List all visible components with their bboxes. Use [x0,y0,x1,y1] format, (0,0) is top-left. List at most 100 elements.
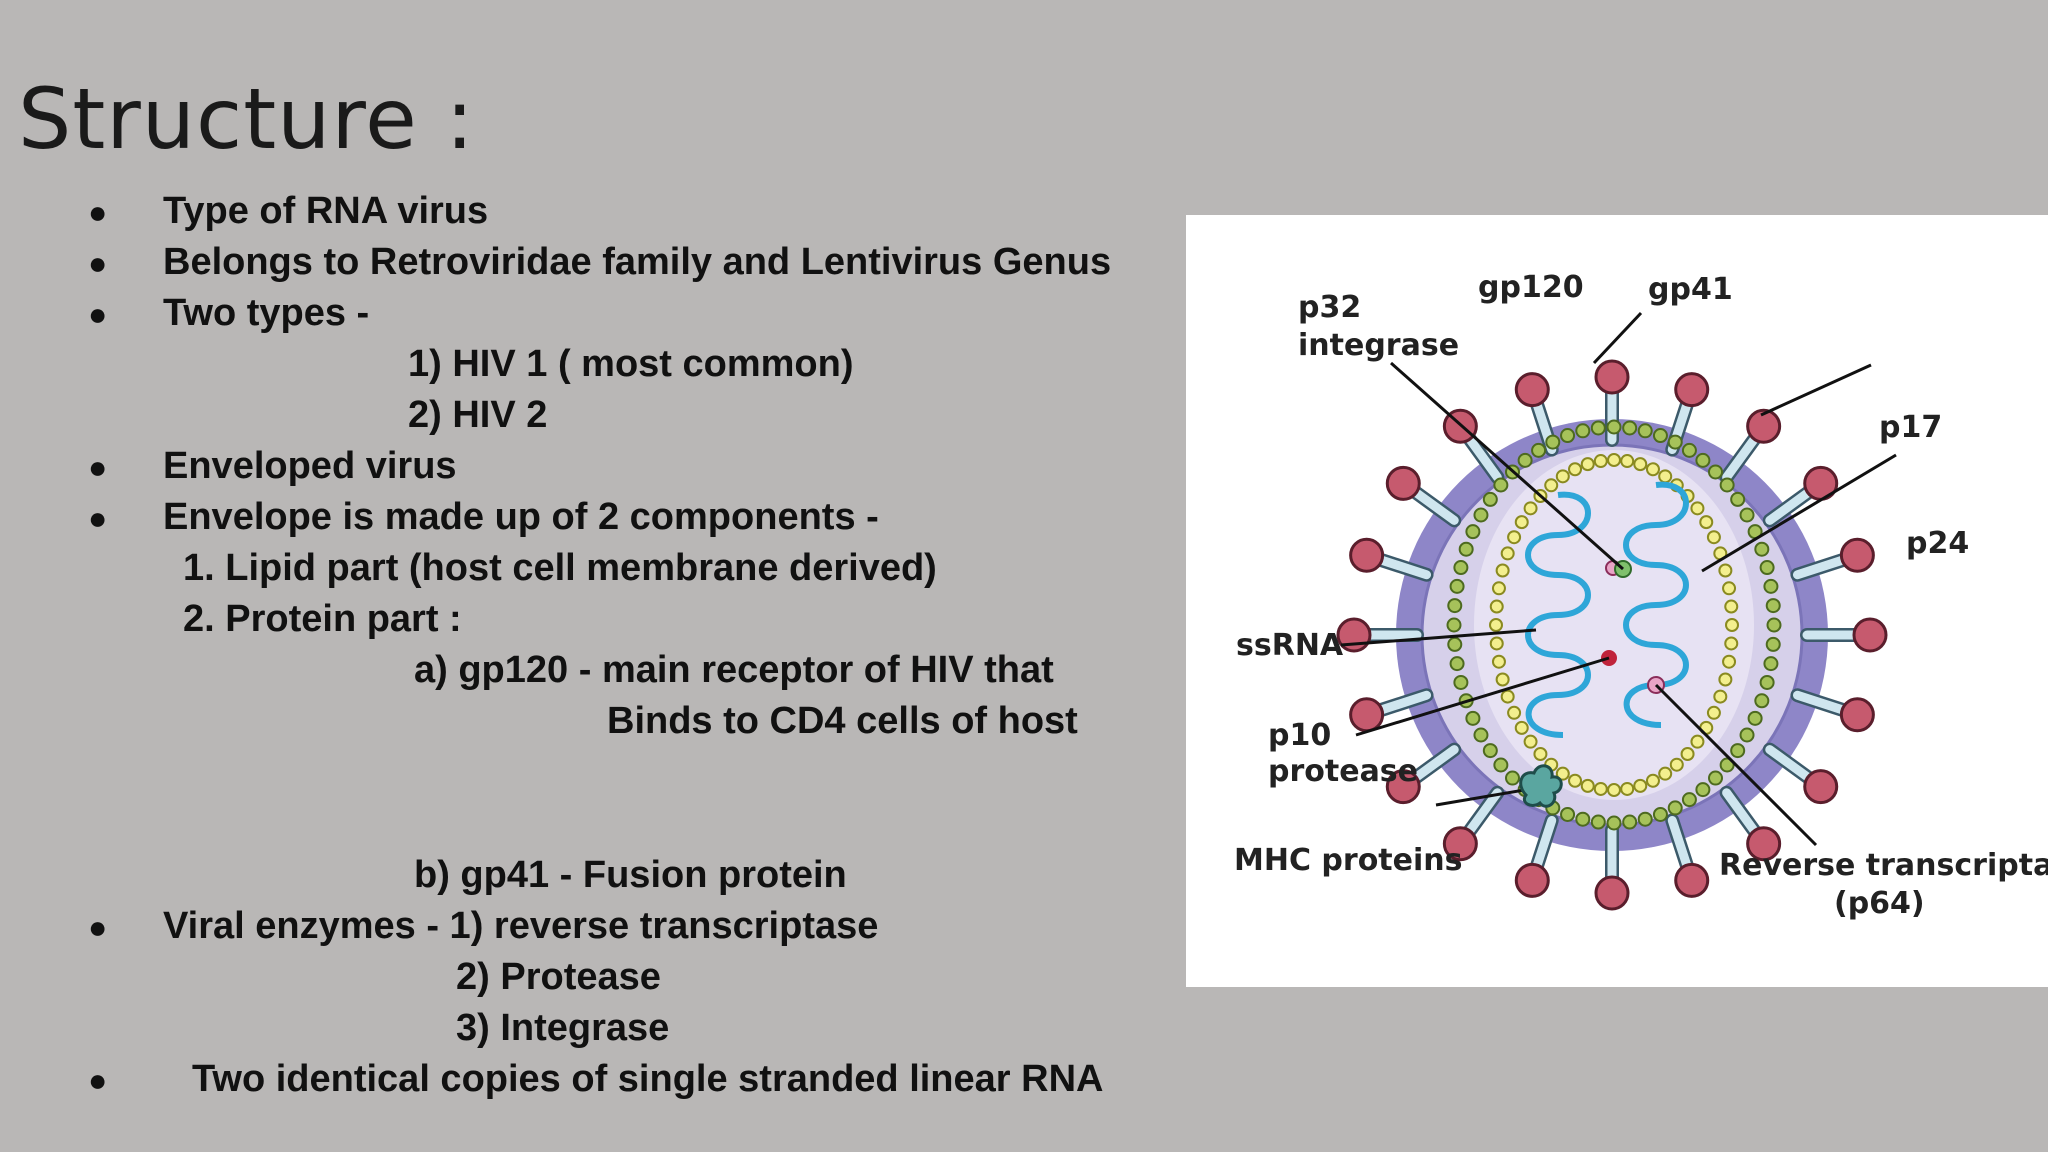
capsid-bead [1658,469,1673,484]
capsid-bead [1465,710,1481,726]
bullet-marker: ● [88,296,108,332]
label-p32: p32 [1298,290,1361,325]
gp120-cap [1594,875,1630,911]
capsid-bead [1507,705,1522,720]
capsid-bead [1718,672,1733,687]
capsid-bead [1493,477,1509,493]
rna-strand-left [1525,491,1591,738]
capsid-bead [1607,783,1621,797]
capsid-bead [1763,578,1779,594]
enzyme-integrase: 3) Integrase [456,1007,670,1049]
capsid-bead [1590,814,1606,830]
label-gp120: gp120 [1478,270,1584,305]
gp120-cap [1839,537,1875,573]
gp120-cap [1385,465,1421,501]
gp41-stem-fill [1667,815,1693,873]
capsid-bead [1568,462,1583,477]
label-p17: p17 [1879,410,1942,445]
label-protease: protease [1268,754,1418,789]
capsid-bead [1447,636,1463,652]
capsid-bead [1667,800,1683,816]
capsid-shell [1474,450,1754,800]
gp41-stem-fill [1792,690,1850,716]
gp120-cap [1514,862,1550,898]
gp41-stem-fill [1374,554,1432,580]
capsid-bead [1575,811,1591,827]
capsid-bead [1544,478,1559,493]
pointer-rt [1654,683,1818,847]
capsid-bead [1517,452,1533,468]
bullet-marker: ● [88,1062,108,1098]
capsid-bead [1739,727,1755,743]
capsid-beads [1446,419,1782,831]
gp120-cap [1803,769,1839,805]
capsid-bead [1708,464,1724,480]
gp41-stem-fill [1409,745,1459,784]
capsid-bead [1722,654,1737,669]
protein-gp120: a) gp120 - main receptor of HIV that [414,649,1054,691]
capsid-bead [1560,428,1576,444]
capsid-bead [1507,530,1522,545]
label-integrase: integrase [1298,328,1459,363]
bullet-rna-virus: Type of RNA virus [163,190,489,232]
capsid-bead [1447,598,1463,614]
capsid-bead [1669,757,1684,772]
capsid-bead [1491,581,1506,596]
capsid-bead [1580,778,1595,793]
label-p24: p24 [1906,526,1969,561]
capsid-bead [1606,419,1622,435]
capsid-bead [1580,457,1595,472]
gp41-stem-fill [1792,554,1850,580]
capsid-bead [1730,743,1746,759]
capsid-bead [1766,617,1782,633]
gp120-cap [1385,769,1421,805]
capsid-bead [1495,563,1510,578]
capsid-bead [1622,814,1638,830]
bullet-envelope-components: Envelope is made up of 2 components - [163,496,879,538]
enzyme-protease: 2) Protease [456,956,661,998]
capsid-bead [1606,815,1622,831]
capsid-bead [1449,578,1465,594]
pointer-ssrna [1340,628,1537,647]
gp120-cap [1674,862,1710,898]
glycoprotein-spikes [1336,359,1888,911]
gp41-stem-fill [1722,432,1761,482]
bullet-two-types: Two types - [163,292,370,334]
capsid-bead [1620,454,1635,469]
capsid-bead [1514,720,1529,735]
capsid-bead [1473,507,1489,523]
label-ssrna: ssRNA [1236,628,1344,663]
capsid-bead [1622,420,1638,436]
capsid-bead [1690,734,1705,749]
protein-gp120-cont: Binds to CD4 cells of host [607,700,1078,742]
pointer-lines [1340,311,1897,847]
gp120-cap [1442,826,1478,862]
capsid-bead [1658,766,1673,781]
capsid-bead [1763,656,1779,672]
capsid-bead [1491,654,1506,669]
gp41-stem-fill [1463,788,1502,838]
capsid-bead [1489,636,1504,651]
component-protein: 2. Protein part : [183,598,462,640]
capsid-bead [1708,770,1724,786]
capsid-bead [1765,598,1781,614]
capsid-bead [1555,469,1570,484]
gp41-stem-fill [1531,815,1557,873]
gp120-cap [1349,537,1385,573]
type-hiv1: 1) HIV 1 ( most common) [408,343,854,385]
capsid-bead [1652,806,1668,822]
capsid-bead [1482,743,1498,759]
capsid-bead [1695,452,1711,468]
capsid-bead [1465,524,1481,540]
capsid-bead [1719,477,1735,493]
capsid-bead [1747,710,1763,726]
bullet-marker: ● [88,909,108,945]
capsid-bead [1489,618,1503,632]
capsid-bead [1545,434,1561,450]
pointer-p10 [1355,656,1610,737]
capsid-bead [1458,541,1474,557]
label-p64: (p64) [1834,886,1925,921]
capsid-bead [1706,530,1721,545]
capsid-bead [1724,636,1739,651]
capsid-bead [1633,778,1648,793]
